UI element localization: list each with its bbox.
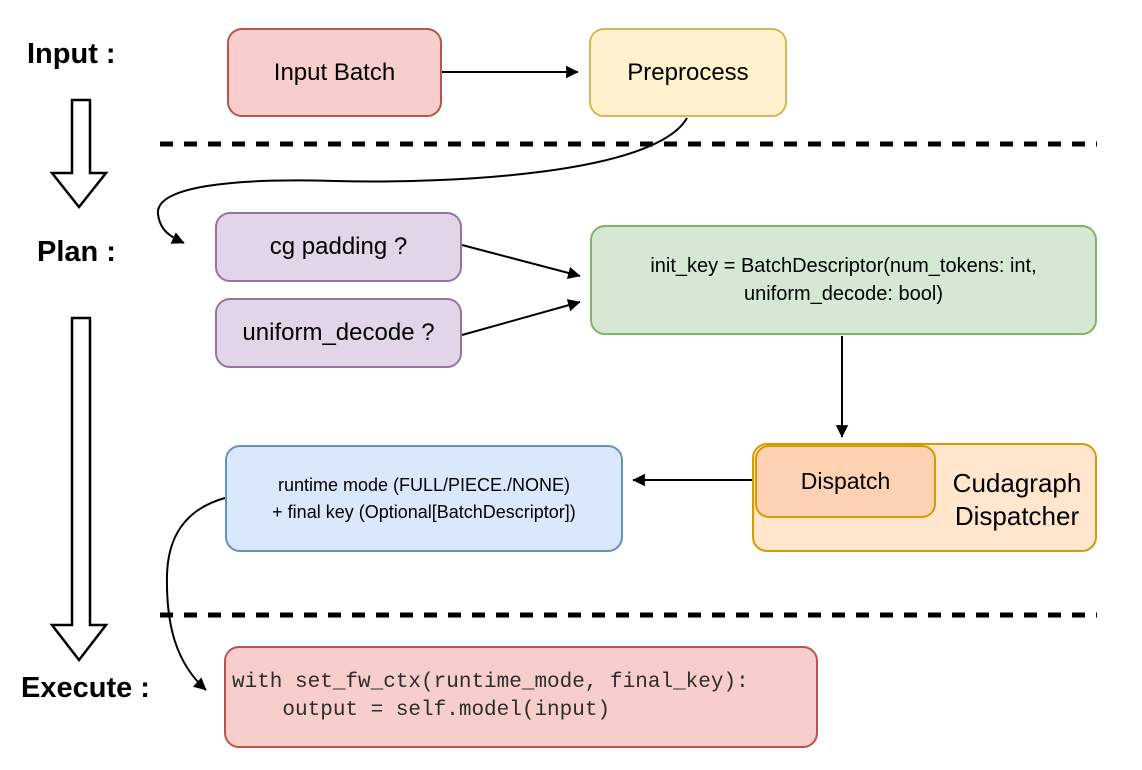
stage-label-input: Input : (27, 38, 116, 70)
cudagraph-dispatcher-label: Cudagraph Dispatcher (937, 445, 1097, 554)
stage-arrow-plan-to-execute (49, 316, 109, 663)
dispatch-label: Dispatch (800, 467, 891, 494)
edge-uniform-decode-to-init-key (461, 299, 581, 336)
init-key-line1: init_key = BatchDescriptor(num_tokens: i… (650, 255, 1037, 277)
stage-arrow-input-to-plan (49, 98, 109, 210)
stage-label-plan: Plan : (37, 236, 116, 268)
stage-label-execute: Execute : (21, 672, 150, 704)
node-preprocess: Preprocess (589, 28, 787, 117)
input-batch-label: Input Batch (273, 58, 396, 86)
cg-padding-label: cg padding ? (269, 233, 408, 261)
edge-preprocess-to-cg-padding (156, 117, 688, 244)
cudagraph-line2: Dispatcher (954, 500, 1080, 531)
edge-cg-padding-to-init-key (461, 244, 581, 280)
uniform-decode-label: uniform_decode ? (242, 319, 435, 347)
node-dispatch: Dispatch (755, 445, 936, 518)
node-runtime-mode: runtime mode (FULL/PIECE./NONE) + final … (225, 445, 623, 552)
node-cudagraph-dispatcher: Dispatch Cudagraph Dispatcher (752, 443, 1097, 552)
edge-runtime-mode-to-execute-code (165, 497, 226, 691)
init-key-line2: uniform_decode: bool) (743, 283, 943, 305)
node-cg-padding: cg padding ? (215, 212, 462, 282)
node-init-key: init_key = BatchDescriptor(num_tokens: i… (590, 225, 1097, 335)
runtime-mode-line2: + final key (Optional[BatchDescriptor]) (272, 501, 576, 522)
preprocess-label: Preprocess (627, 58, 749, 86)
execute-code-line2: output = self.model(input) (232, 699, 611, 722)
execute-code-line1: with set_fw_ctx(runtime_mode, final_key)… (232, 671, 749, 695)
node-uniform-decode: uniform_decode ? (215, 298, 462, 368)
node-execute-code: with set_fw_ctx(runtime_mode, final_key)… (224, 646, 818, 748)
cudagraph-line1: Cudagraph (952, 468, 1082, 498)
runtime-mode-line1: runtime mode (FULL/PIECE./NONE) (277, 474, 571, 495)
node-input-batch: Input Batch (227, 28, 442, 117)
